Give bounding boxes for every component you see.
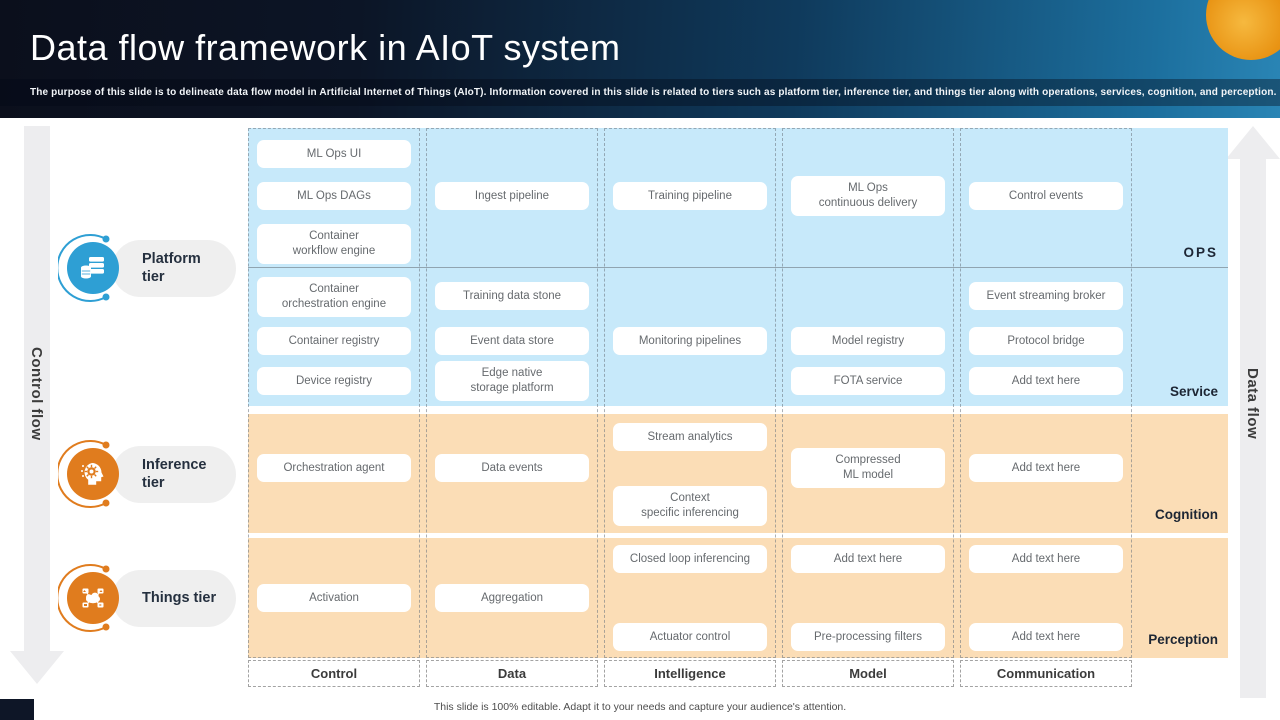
node-closed-loop-inferencing: Closed loop inferencing [613,545,767,573]
node-context-specific-inferencing: Context specific inferencing [613,486,767,526]
node-perception-comm-add-text-2: Add text here [969,623,1123,651]
things-tier-circle [67,572,119,624]
node-training-data-stone: Training data stone [435,282,589,310]
data-flow-arrowhead-up-icon [1226,126,1280,159]
node-container-workflow-engine: Container workflow engine [257,224,411,264]
control-flow-arrowhead-down-icon [10,651,64,684]
column-label-model: Model [782,660,954,687]
things-tier-label: Things tier [142,589,217,606]
column-outline-data [426,128,598,658]
corner-accent-rect [0,699,34,720]
node-aggregation: Aggregation [435,584,589,612]
page-title: Data flow framework in AIoT system [30,27,621,68]
ops-service-divider [248,267,1228,268]
inference-tier-arc [58,440,110,508]
platform-tier-circle [67,242,119,294]
server-stack-icon [81,257,104,279]
platform-tier-arc [58,234,110,302]
node-edge-native-storage-platform: Edge native storage platform [435,361,589,401]
control-flow-label: Control flow [28,347,45,441]
column-label-control: Control [248,660,420,687]
node-fota-service: FOTA service [791,367,945,395]
node-data-events: Data events [435,454,589,482]
column-outline-intelligence [604,128,776,658]
row-label-ops: OPS [1183,245,1218,260]
subtitle-band: The purpose of this slide is to delineat… [0,79,1280,106]
column-outline-model [782,128,954,658]
things-tier-pill: Things tier [112,570,236,627]
row-label-service: Service [1169,384,1218,399]
column-label-communication: Communication [960,660,1132,687]
column-label-data: Data [426,660,598,687]
node-ingest-pipeline: Ingest pipeline [435,182,589,210]
data-flow-arrow-shaft [1240,158,1266,698]
platform-tier-pill: Platform tier [112,240,236,297]
node-stream-analytics: Stream analytics [613,423,767,451]
node-service-add-text: Add text here [969,367,1123,395]
node-container-orchestration-engine: Container orchestration engine [257,277,411,317]
node-ml-ops-dags: ML Ops DAGs [257,182,411,210]
node-ml-ops-ui: ML Ops UI [257,140,411,168]
inference-tier-label: Inference tier [142,457,207,491]
ai-head-gear-icon [81,463,104,485]
column-label-intelligence: Intelligence [604,660,776,687]
node-event-data-store: Event data store [435,327,589,355]
inference-tier-pill: Inference tier [112,446,236,503]
node-perception-comm-add-text-1: Add text here [969,545,1123,573]
node-device-registry: Device registry [257,367,411,395]
control-flow-arrow-shaft [24,126,50,652]
row-label-perception: Perception [1148,632,1218,647]
node-event-streaming-broker: Event streaming broker [969,282,1123,310]
node-perception-model-add-text: Add text here [791,545,945,573]
node-training-pipeline: Training pipeline [613,182,767,210]
node-cognition-add-text: Add text here [969,454,1123,482]
node-monitoring-pipelines: Monitoring pipelines [613,327,767,355]
node-control-events: Control events [969,182,1123,210]
editable-note: This slide is 100% editable. Adapt it to… [433,701,847,713]
column-outline-communication [960,128,1132,658]
data-flow-label: Data flow [1244,368,1261,440]
node-compressed-ml-model: Compressed ML model [791,448,945,488]
node-model-registry: Model registry [791,327,945,355]
column-outline-control [248,128,420,658]
node-actuator-control: Actuator control [613,623,767,651]
row-label-cognition: Cognition [1155,507,1218,522]
node-container-registry: Container registry [257,327,411,355]
node-pre-processing-filters: Pre-processing filters [791,623,945,651]
node-orchestration-agent: Orchestration agent [257,454,411,482]
node-ml-ops-continuous-delivery: ML Ops continuous delivery [791,176,945,216]
platform-tier-label: Platform tier [142,251,201,285]
corner-orange-circle [1206,0,1280,60]
cloud-network-icon [82,588,104,608]
slide-subtitle: The purpose of this slide is to delineat… [30,87,1277,98]
slide-header: Data flow framework in AIoT system The p… [0,0,1280,118]
node-protocol-bridge: Protocol bridge [969,327,1123,355]
things-tier-arc [58,564,110,632]
node-activation: Activation [257,584,411,612]
inference-tier-circle [67,448,119,500]
